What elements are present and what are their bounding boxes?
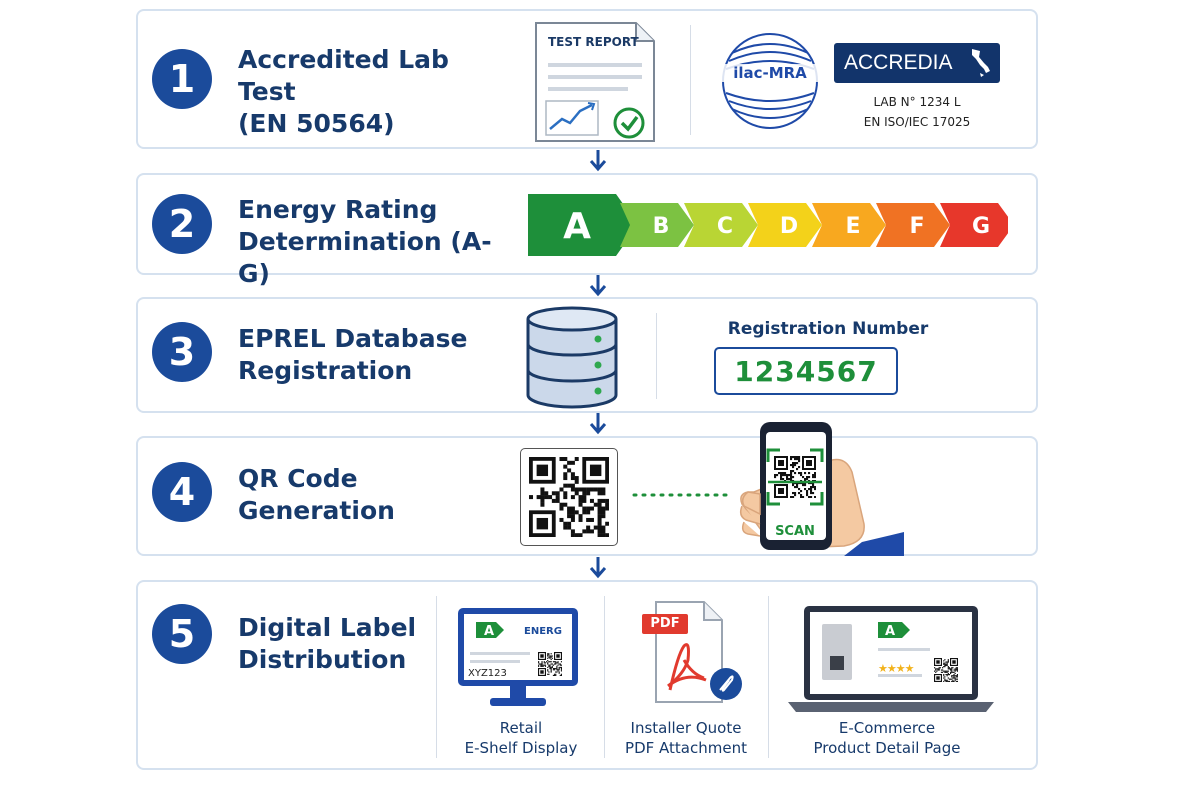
step-number-badge: 3 [152,322,212,382]
caption-line: Retail [499,719,543,737]
e-shelf-monitor-icon [458,608,578,706]
pdf-document-icon [642,601,742,703]
step-title: Energy Rating Determination (A-G) [238,194,508,290]
step-5-panel: 5 Digital Label Distribution A ENERG XYZ… [136,580,1038,770]
down-arrow-icon [589,275,607,297]
e-shelf-class: A [483,624,495,639]
energy-class-arrow-d [748,203,822,247]
step-number-badge: 5 [152,604,212,664]
step-title: QR Code Generation [238,463,508,527]
step-title-line: Accredited Lab Test [238,45,449,106]
step-number-badge: 2 [152,194,212,254]
lab-number: LAB N° 1234 L [873,95,961,109]
phone-qr-code-icon [774,456,816,498]
energy-class-letter: D [780,214,798,239]
divider [768,596,769,758]
step-title-line: (EN 50564) [238,109,395,138]
energy-rating-scale: A B C D E F G [528,194,1008,256]
energy-class-arrow-g [940,203,1008,247]
energy-class-arrow-e [812,203,886,247]
test-report-icon [535,22,655,142]
step-title-line: Determination (A-G) [238,227,492,288]
database-icon [526,306,618,409]
down-arrow-icon [589,150,607,172]
e-shelf-qr-icon [538,652,562,676]
energy-class-letter: E [845,214,860,239]
qr-code-icon [529,457,609,537]
italy-map-icon [972,49,990,77]
step-title-line: Registration [238,356,413,385]
scan-frame-icon [766,448,824,506]
lab-standard: EN ISO/IEC 17025 [863,115,971,129]
caption-line: PDF Attachment [625,739,747,757]
step-title-line: Digital Label [238,613,417,642]
dotted-connector [632,493,728,497]
accredia-label: ACCREDIA [844,51,953,74]
energy-class-arrow-c [684,203,758,247]
divider [656,313,657,399]
registration-number-box: 1234567 [714,347,898,395]
step-title-line: Generation [238,496,395,525]
rating-stars: ★★★★ [878,662,914,675]
e-commerce-class: A [884,624,896,639]
divider [690,25,691,135]
e-commerce-qr-icon [934,658,958,682]
step-3-panel: 3 EPREL Database Registration Registrati… [136,297,1038,413]
step-4-panel: 4 QR Code Generation SCAN [136,422,1038,556]
registration-number-value: 1234567 [734,354,878,388]
energy-class-letter: A [563,206,591,247]
down-arrow-icon [589,557,607,579]
qr-code-frame [520,448,618,546]
down-arrow-icon [589,413,607,435]
accredia-badge: ACCREDIA [834,43,1000,83]
e-shelf-sku: XYZ123 [468,668,507,679]
caption-line: Installer Quote [630,719,742,737]
step-title-line: EPREL Database [238,324,468,353]
step-title: EPREL Database Registration [238,323,508,387]
pdf-label: PDF [650,616,680,631]
scan-label: SCAN [775,524,815,539]
laptop-icon [788,606,994,712]
step-number-badge: 1 [152,49,212,109]
distribution-caption: E-Commerce Product Detail Page [768,718,1006,758]
caption-line: E-Shelf Display [464,739,578,757]
caption-line: E-Commerce [838,719,936,737]
step-title-line: Distribution [238,645,407,674]
step-title-line: Energy Rating [238,195,438,224]
caption-line: Product Detail Page [813,739,961,757]
step-number-badge: 4 [152,462,212,522]
distribution-caption: Retail E-Shelf Display [438,718,604,758]
energy-class-arrow-a [528,194,638,256]
registration-number-label: Registration Number [727,319,929,339]
energy-class-letter: F [909,214,924,239]
ilac-mra-label: ilac-MRA [720,64,820,82]
energy-class-letter: C [717,214,733,239]
step-2-panel: 2 Energy Rating Determination (A-G) A B C D… [136,173,1038,288]
distribution-caption: Installer Quote PDF Attachment [604,718,768,758]
energy-class-letter: B [653,214,670,239]
e-shelf-energy-label: ENERG [524,626,562,637]
energy-class-arrow-b [620,203,694,247]
energy-class-arrow-f [876,203,950,247]
step-title: Digital Label Distribution [238,612,508,676]
step-title: Accredited Lab Test (EN 50564) [238,44,508,140]
divider [436,596,437,758]
divider [604,596,605,758]
test-report-label: TEST REPORT [548,35,639,49]
step-title-line: QR Code [238,464,358,493]
energy-class-letter: G [972,214,990,239]
step-1-panel: 1 Accredited Lab Test (EN 50564) TEST RE… [136,9,1038,149]
